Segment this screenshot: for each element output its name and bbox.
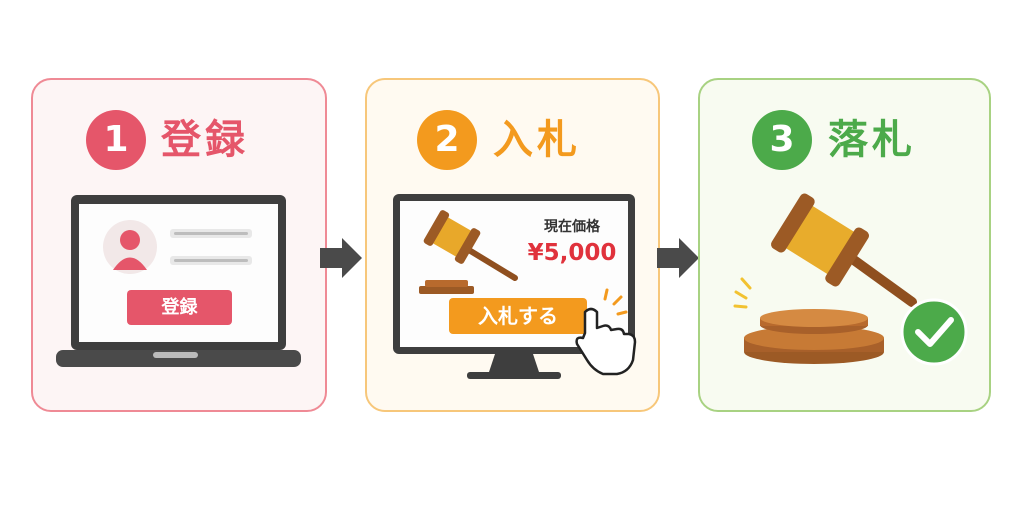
gavel-icon bbox=[419, 210, 518, 294]
pointer-hand-icon bbox=[575, 307, 637, 376]
user-avatar-icon bbox=[103, 220, 157, 274]
laptop-illustration bbox=[56, 195, 301, 367]
step-card-win: 3 落札 bbox=[698, 78, 991, 412]
step-number-badge: 1 bbox=[86, 110, 146, 170]
step-card-register: 1 登録 登録 bbox=[31, 78, 327, 412]
arrow-right-icon bbox=[657, 238, 699, 278]
step-number-badge: 2 bbox=[417, 110, 477, 170]
monitor-illustration bbox=[393, 194, 637, 379]
current-price-label: 現在価格 bbox=[544, 219, 600, 235]
arrow-right-icon bbox=[320, 238, 362, 278]
gavel-illustration bbox=[733, 193, 968, 366]
step-title: 入札 bbox=[493, 117, 581, 163]
register-button[interactable]: 登録 bbox=[161, 297, 198, 318]
checkmark-icon bbox=[900, 298, 968, 366]
step-title: 落札 bbox=[828, 117, 916, 163]
step-number-badge: 3 bbox=[752, 110, 812, 170]
step-card-bid: 2 入札 現在価格 ¥5,000 入札する bbox=[365, 78, 660, 412]
place-bid-button[interactable]: 入札する bbox=[478, 304, 558, 328]
gavel-icon bbox=[744, 193, 917, 364]
step-title: 登録 bbox=[161, 117, 249, 163]
current-price-value: ¥5,000 bbox=[527, 240, 617, 266]
